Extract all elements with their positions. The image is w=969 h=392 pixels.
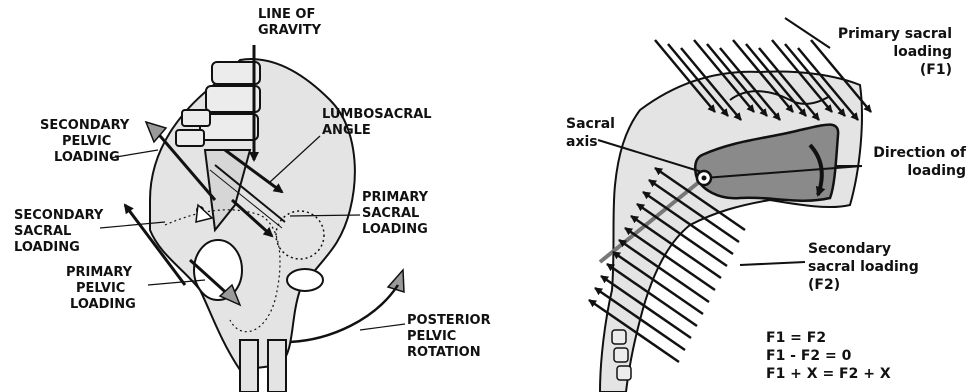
label-primary-pelvic-2: PELVIC bbox=[76, 281, 125, 296]
label-primary-pelvic-1: PRIMARY bbox=[66, 265, 133, 280]
label-primary-sacral-1: PRIMARY bbox=[362, 190, 429, 205]
label-direction-1: Direction of bbox=[873, 145, 967, 161]
label-posterior-rotation-3: ROTATION bbox=[407, 345, 481, 360]
label-line-of-gravity-2: GRAVITY bbox=[258, 23, 322, 38]
equation-2: F1 - F2 = 0 bbox=[766, 348, 852, 364]
label-direction-2: loading bbox=[907, 163, 966, 179]
label-lumbosacral-angle-2: ANGLE bbox=[322, 123, 371, 138]
label-line-of-gravity-1: LINE OF bbox=[258, 7, 315, 22]
label-f2-1: Secondary bbox=[808, 241, 891, 257]
label-secondary-pelvic-1: SECONDARY bbox=[40, 118, 130, 133]
label-lumbosacral-angle-1: LUMBOSACRAL bbox=[322, 107, 432, 122]
label-secondary-sacral-1: SECONDARY bbox=[14, 208, 104, 223]
label-secondary-pelvic-3: LOADING bbox=[54, 150, 120, 165]
label-f1-2: loading bbox=[893, 44, 952, 60]
equation-1: F1 = F2 bbox=[766, 330, 826, 346]
lumbar-vertebrae bbox=[176, 62, 260, 146]
label-primary-sacral-3: LOADING bbox=[362, 222, 428, 237]
label-secondary-pelvic-2: PELVIC bbox=[62, 134, 111, 149]
label-primary-pelvic-3: LOADING bbox=[70, 297, 136, 312]
label-secondary-sacral-3: LOADING bbox=[14, 240, 80, 255]
label-f2-3: (F2) bbox=[808, 277, 840, 293]
label-sacral-axis-1: Sacral bbox=[566, 116, 615, 132]
posterior-rotation-curve bbox=[290, 285, 398, 342]
label-f1-1: Primary sacral bbox=[838, 26, 952, 42]
label-posterior-rotation-2: PELVIC bbox=[407, 329, 456, 344]
label-secondary-sacral-2: SACRAL bbox=[14, 224, 71, 239]
label-f2-2: sacral loading bbox=[808, 259, 919, 275]
label-primary-sacral-2: SACRAL bbox=[362, 206, 419, 221]
label-posterior-rotation-1: POSTERIOR bbox=[407, 313, 491, 328]
label-f1-3: (F1) bbox=[920, 62, 952, 78]
label-sacral-axis-2: axis bbox=[566, 134, 598, 150]
ischial-notch bbox=[287, 269, 323, 291]
equation-3: F1 + X = F2 + X bbox=[766, 366, 891, 382]
